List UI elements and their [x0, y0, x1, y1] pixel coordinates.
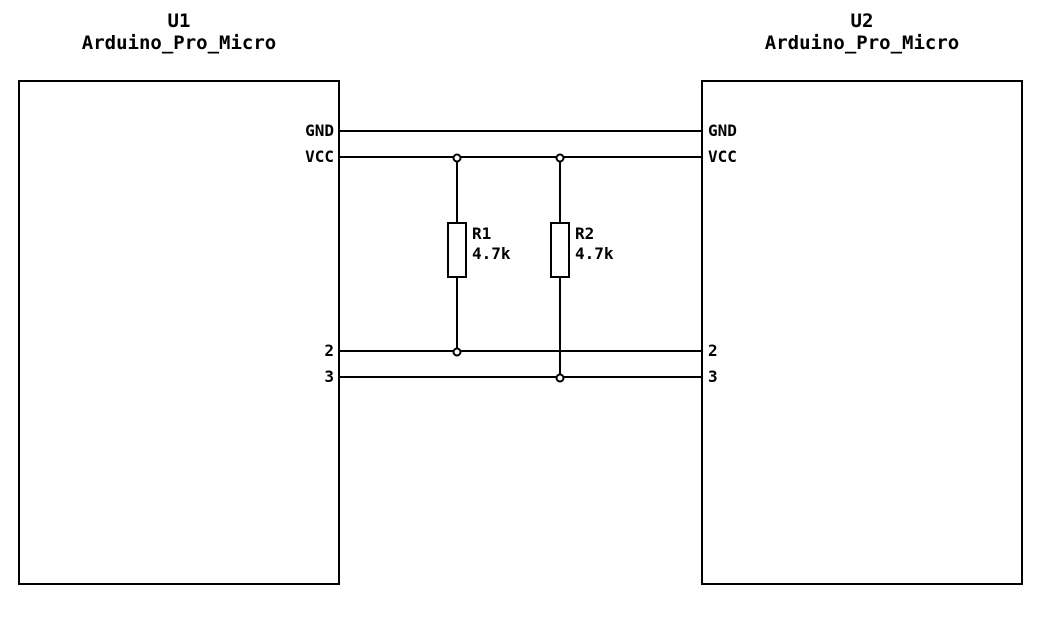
u2-value: Arduino_Pro_Micro: [764, 32, 960, 54]
u1-reference: U1: [167, 10, 191, 32]
junction-r1-pin2[interactable]: [452, 347, 462, 357]
u2-pin-label-vcc: VCC: [708, 147, 737, 166]
u2-pin-label-gnd: GND: [708, 121, 737, 140]
u1-value: Arduino_Pro_Micro: [81, 32, 277, 54]
u1-pin-label-2: 2: [324, 341, 334, 360]
u2-reference: U2: [850, 10, 874, 32]
u1-pin-label-3: 3: [324, 367, 334, 386]
wire-net-pin2[interactable]: [340, 350, 701, 352]
resistor-r1-body[interactable]: [447, 222, 467, 278]
wire-net-vcc[interactable]: [340, 156, 701, 158]
u2-pin-label-2: 2: [708, 341, 718, 360]
junction-r2-vcc[interactable]: [555, 153, 565, 163]
r1-reference: R1: [472, 224, 492, 243]
r1-value: 4.7k: [472, 244, 511, 263]
junction-r1-vcc[interactable]: [452, 153, 462, 163]
u1-pin-label-vcc: VCC: [305, 147, 334, 166]
u2-pin-label-3: 3: [708, 367, 718, 386]
u1-label-block: U1 Arduino_Pro_Micro: [18, 10, 340, 54]
r2-value: 4.7k: [575, 244, 614, 263]
r2-reference: R2: [575, 224, 595, 243]
u1-pin-label-gnd: GND: [305, 121, 334, 140]
resistor-r2-body[interactable]: [550, 222, 570, 278]
component-u1-body[interactable]: [18, 80, 340, 585]
component-u2-body[interactable]: [701, 80, 1023, 585]
junction-r2-pin3[interactable]: [555, 373, 565, 383]
u2-label-block: U2 Arduino_Pro_Micro: [701, 10, 1023, 54]
wire-net-gnd[interactable]: [340, 130, 701, 132]
wire-net-pin3[interactable]: [340, 376, 701, 378]
